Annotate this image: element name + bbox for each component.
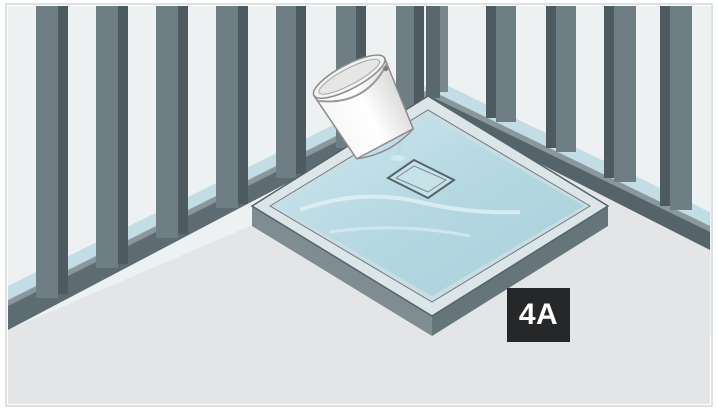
step-label-badge: 4A bbox=[507, 288, 570, 342]
stud bbox=[276, 6, 306, 178]
stud bbox=[36, 6, 68, 298]
stud bbox=[156, 6, 188, 238]
stud bbox=[604, 6, 636, 182]
stud bbox=[486, 6, 516, 122]
stud bbox=[660, 6, 692, 210]
stud bbox=[96, 6, 128, 268]
stud bbox=[546, 6, 576, 152]
stud bbox=[216, 6, 248, 208]
corner-post bbox=[426, 6, 448, 98]
